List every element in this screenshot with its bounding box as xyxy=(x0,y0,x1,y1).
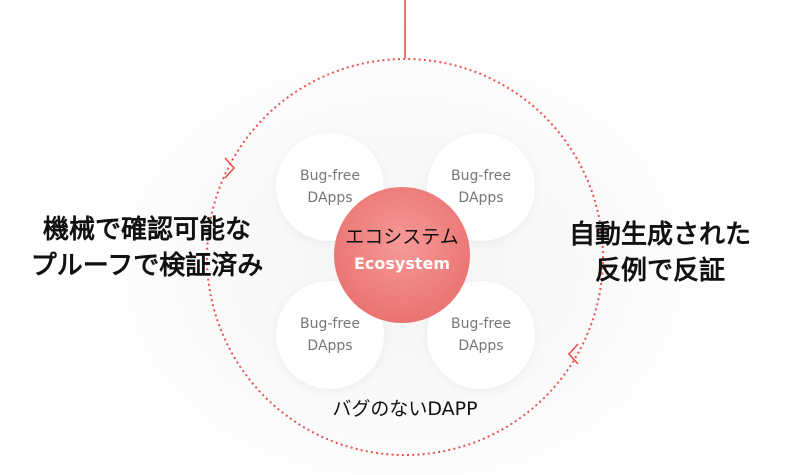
dapp-node-label-line2: DApps xyxy=(458,190,504,206)
dapp-node-label-line1: Bug-free xyxy=(450,316,512,332)
dapp-node-label-line1: Bug-free xyxy=(450,168,512,184)
bottom-label: バグのないDAPP xyxy=(332,398,478,420)
cycle-arrow-left-icon xyxy=(224,157,236,179)
left-label: 機械で確認可能な プルーフで検証済み xyxy=(22,212,272,284)
dapp-node-label-line2: DApps xyxy=(307,338,353,354)
right-label: 自動生成された 反例で反証 xyxy=(548,217,772,289)
center-title-en: Ecosystem xyxy=(353,254,451,273)
right-label-line1: 自動生成された xyxy=(568,220,751,250)
dapp-node-bottom-left: Bug-free DApps xyxy=(276,281,384,389)
dapp-node-top-right: Bug-free DApps xyxy=(427,133,535,241)
left-label-line2: プルーフで検証済み xyxy=(30,251,264,281)
dapp-node-label-line2: DApps xyxy=(458,338,504,354)
dapp-node-label-line1: Bug-free xyxy=(299,168,361,184)
dotted-cycle-ring xyxy=(206,58,604,456)
center-title-jp: エコシステム xyxy=(345,226,459,248)
dapp-node-label-line1: Bug-free xyxy=(299,316,361,332)
ecosystem-center-circle: エコシステム Ecosystem xyxy=(334,187,470,323)
right-label-line2: 反例で反証 xyxy=(594,256,725,286)
cycle-arrow-right-icon xyxy=(567,343,579,365)
dapp-node-label-line2: DApps xyxy=(307,190,353,206)
left-label-line1: 機械で確認可能な xyxy=(42,215,251,245)
